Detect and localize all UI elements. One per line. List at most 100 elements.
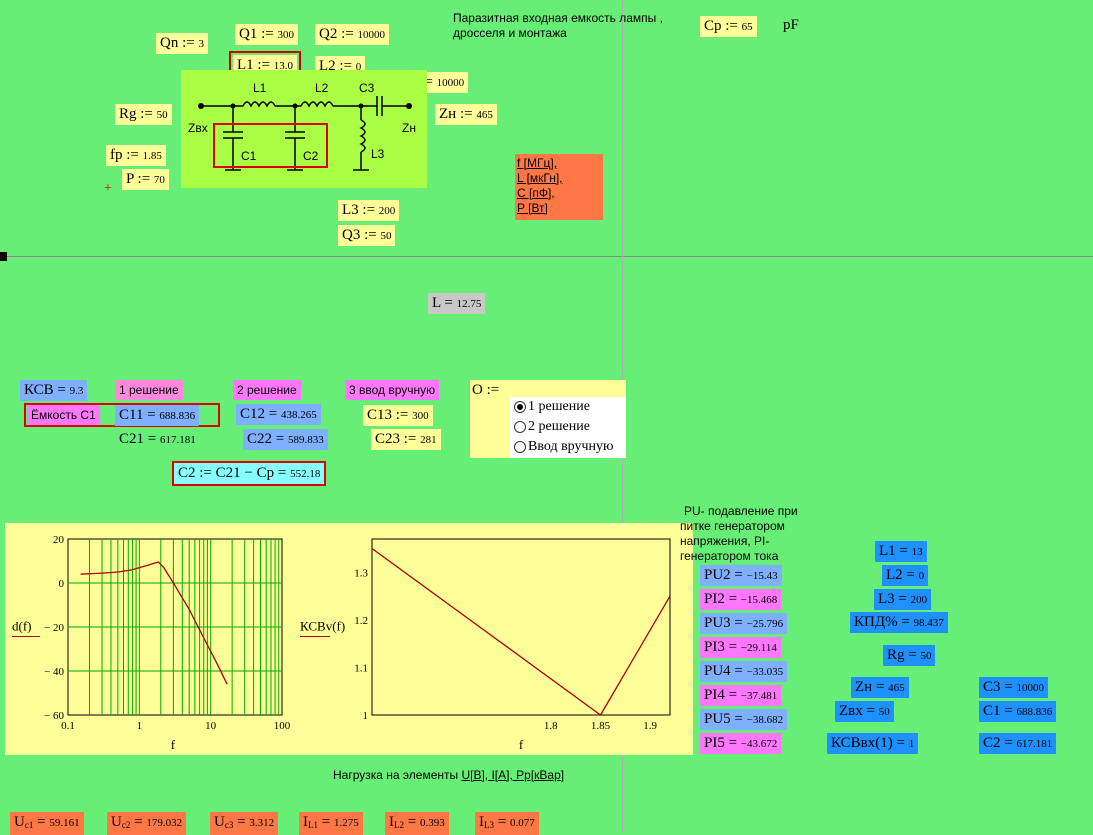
input-zn[interactable]: Zн := 465 bbox=[435, 104, 497, 125]
ksv-value: КСВ = 9.3 bbox=[20, 380, 88, 401]
c2-formula: C2 := C21 − Cp = 552.18 bbox=[172, 461, 327, 486]
cursor-crosshair: + bbox=[104, 181, 112, 196]
result-kpd: КПД% = 98.437 bbox=[850, 612, 948, 633]
label-capacity-c1: Ёмкость С1 bbox=[27, 405, 100, 425]
load-symbol: I bbox=[303, 814, 308, 830]
pu-note: PU- подавление при питке генератором нап… bbox=[680, 504, 798, 563]
load-symbol: U bbox=[14, 814, 25, 830]
load-item-1: Uc2 = 179.032 bbox=[107, 812, 187, 835]
load-equals: = bbox=[494, 814, 510, 830]
radio-empty-icon[interactable] bbox=[514, 441, 526, 453]
pu-item-1: PI2 = −15.468 bbox=[700, 589, 782, 610]
x-tick-label: 10 bbox=[205, 720, 217, 732]
load-value: 0.077 bbox=[509, 817, 535, 829]
y-tick-label: 20 bbox=[53, 534, 65, 546]
load-item-0: Uc1 = 59.161 bbox=[10, 812, 84, 835]
label-solution-3: 3 ввод вручную bbox=[345, 380, 440, 400]
load-subscript: L3 bbox=[484, 820, 494, 830]
selector-options: 1 решение 2 решение Ввод вручную bbox=[510, 397, 626, 458]
result-l2: L2 = 0 bbox=[882, 565, 929, 586]
c11-value: C11 = 688.836 bbox=[115, 405, 200, 426]
input-c13[interactable]: C13 := 300 bbox=[363, 405, 433, 426]
result-c2: C2 = 617.181 bbox=[979, 733, 1057, 754]
selector-label: O := bbox=[472, 382, 500, 398]
input-c23[interactable]: C23 := 281 bbox=[371, 429, 441, 450]
c12-value: C12 = 438.265 bbox=[236, 404, 321, 425]
pu-item-label: PI2 = bbox=[704, 591, 741, 607]
x-tick-label: 100 bbox=[274, 720, 291, 732]
load-item-5: IL3 = 0.077 bbox=[475, 812, 539, 835]
c21-value: C21 = 617.181 bbox=[119, 431, 196, 447]
load-equals: = bbox=[233, 814, 250, 830]
circuit-label-l3: L3 bbox=[371, 147, 385, 161]
load-symbol: I bbox=[479, 814, 484, 830]
load-value: 3.312 bbox=[249, 817, 275, 829]
pu-item-label: PU3 = bbox=[704, 615, 747, 631]
load-item-4: IL2 = 0.393 bbox=[385, 812, 449, 835]
load-item-2: Uc3 = 3.312 bbox=[210, 812, 279, 835]
pu-item-label: PU5 = bbox=[704, 711, 747, 727]
pu-item-5: PI4 = −37.481 bbox=[700, 685, 782, 706]
input-rg[interactable]: Rg := 50 bbox=[115, 104, 172, 125]
load-value: 0.393 bbox=[419, 817, 445, 829]
load-value: 179.032 bbox=[146, 817, 183, 829]
radio-selected-icon[interactable] bbox=[514, 401, 526, 413]
radio-empty-icon[interactable] bbox=[514, 421, 526, 433]
x-tick-label: 1.85 bbox=[591, 720, 611, 732]
circuit-label-zvx: Zвх bbox=[188, 121, 208, 135]
y-axis-label: d(f) bbox=[12, 619, 32, 634]
load-symbol: I bbox=[389, 814, 394, 830]
load-value: 1.275 bbox=[333, 817, 359, 829]
pu-item-label: PI4 = bbox=[704, 687, 741, 703]
load-equals: = bbox=[404, 814, 420, 830]
load-symbol: U bbox=[111, 814, 122, 830]
l-result: L = 12.75 bbox=[428, 293, 486, 314]
cp-unit: pF bbox=[783, 17, 799, 33]
input-p[interactable]: P := 70 bbox=[122, 169, 169, 190]
pu-item-label: PU4 = bbox=[704, 663, 747, 679]
page-divider bbox=[0, 256, 1093, 257]
radio-option-1[interactable]: 1 решение bbox=[510, 397, 626, 417]
load-subscript: L2 bbox=[394, 820, 404, 830]
radio-option-2[interactable]: 2 решение bbox=[510, 417, 626, 437]
circuit-label-l2: L2 bbox=[315, 81, 329, 95]
input-l3[interactable]: L3 := 200 bbox=[338, 200, 400, 221]
circuit-schematic: L1 L2 C3 Zвх Zн C1 C2 L3 bbox=[181, 70, 427, 188]
x-axis-label: f bbox=[519, 737, 524, 752]
pu-item-2: PU3 = −25.796 bbox=[700, 613, 788, 634]
load-equals: = bbox=[318, 814, 334, 830]
result-l3: L3 = 200 bbox=[874, 589, 932, 610]
input-fp[interactable]: fp := 1.85 bbox=[106, 145, 166, 166]
circuit-label-c1: C1 bbox=[241, 149, 257, 163]
input-q2[interactable]: Q2 := 10000 bbox=[315, 24, 389, 45]
pu-item-3: PI3 = −29.114 bbox=[700, 637, 781, 658]
input-q3[interactable]: Q3 := 50 bbox=[338, 225, 396, 246]
region-marker-icon[interactable] bbox=[0, 252, 7, 261]
load-subscript: c2 bbox=[121, 820, 131, 830]
y-tick-label: 1.1 bbox=[354, 662, 368, 674]
input-cp[interactable]: Cp := 65 bbox=[700, 16, 757, 37]
c22-value: C22 = 589.833 bbox=[243, 429, 328, 450]
pu-item-7: PI5 = −43.672 bbox=[700, 733, 782, 754]
x-tick-label: 1 bbox=[137, 720, 143, 732]
result-rg: Rg = 50 bbox=[883, 645, 936, 666]
parasitic-note: Паразитная входная емкость лампы ,дроссе… bbox=[453, 11, 663, 40]
series-line-0-0 bbox=[80, 561, 228, 685]
label-solution-1: 1 решение bbox=[115, 380, 183, 400]
x-tick-label: 1.9 bbox=[643, 720, 657, 732]
pu-item-value: −33.035 bbox=[746, 666, 784, 678]
input-q1[interactable]: Q1 := 300 bbox=[235, 24, 298, 45]
circuit-label-l1: L1 bbox=[253, 81, 267, 95]
result-ksvvx: КСВвх(1) = 1 bbox=[827, 733, 919, 754]
load-equals: = bbox=[33, 814, 50, 830]
y-tick-label: − 60 bbox=[44, 710, 64, 722]
y-tick-label: 1.2 bbox=[354, 615, 368, 627]
pu-item-value: −15.43 bbox=[746, 570, 778, 582]
y-tick-label: 1 bbox=[363, 710, 369, 722]
series-line-1-0 bbox=[371, 547, 671, 716]
pu-item-value: −25.796 bbox=[746, 618, 784, 630]
radio-option-3[interactable]: Ввод вручную bbox=[510, 437, 626, 457]
input-qn[interactable]: Qn := 3 bbox=[156, 33, 208, 54]
pu-item-label: PU2 = bbox=[704, 567, 747, 583]
